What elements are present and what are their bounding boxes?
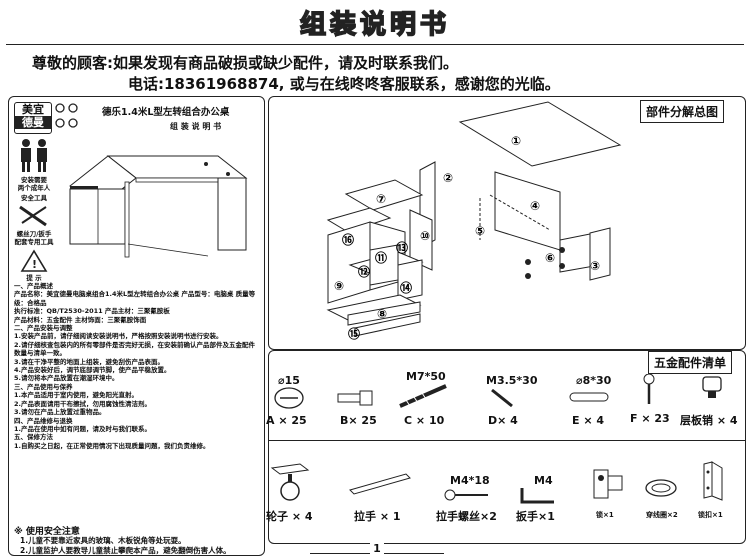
screwdriver-icon [19, 205, 47, 227]
spec-line: 产品材料：五金配件 主材饰面：三聚氰胺饰面 [14, 315, 147, 324]
part-number: ① [511, 134, 521, 148]
hardware-label: D× 4 [488, 414, 518, 427]
hardware-label: 穿线圈×2 [646, 511, 678, 519]
handle-screw-icon [444, 489, 488, 501]
hardware-label: A × 25 [266, 414, 307, 427]
hardware-label: B× 25 [340, 414, 377, 427]
hex-wrench-icon [520, 488, 554, 504]
spec-line: 四、产品维修与退换 [14, 416, 73, 425]
two-people-icon [21, 139, 47, 172]
hardware-spec: ⌀15 [278, 374, 300, 387]
desk-illustration [69, 155, 248, 258]
hardware-label: 锁×1 [596, 511, 614, 519]
parts-header: 部件分解总图 [640, 100, 725, 123]
spec-line: 5.请勿将本产品放置在潮湿环境中。 [14, 374, 119, 383]
cable-grommet-icon [645, 479, 677, 497]
hardware-spec: M4 [534, 474, 553, 487]
part-number: ⑪ [375, 250, 387, 265]
part-number: ⑨ [334, 279, 344, 293]
hardware-header: 五金配件清单 [648, 351, 733, 374]
hardware-spec: M4*18 [450, 474, 490, 487]
spec-line: 二、产品安装与调整 [14, 324, 73, 333]
hardware-label: E × 4 [572, 414, 605, 427]
small-screw-icon [491, 388, 513, 408]
caster-wheel-icon [270, 463, 310, 501]
spec-line: 2.请仔细核查包装内的所有零部件是否完好无损，在安装前确认产品部件及五金配件数量… [14, 340, 255, 358]
spec-line: 产品名称：美宜德曼电脑桌组合1.4米L型左转组合办公桌 产品型号：电脑桌 质量等… [14, 290, 256, 307]
part-number: ④ [530, 199, 540, 213]
shelf-pin-icon [702, 376, 722, 398]
brand-mark-icon [55, 103, 78, 128]
hardware-label: 锁扣×1 [698, 511, 723, 519]
part-number: ⑫ [358, 264, 370, 279]
part-number: ⑭ [400, 280, 412, 295]
spec-line: 一、产品概述 [14, 282, 53, 290]
contact-text: 电话:18361968874, 或与在线咚咚客服联系，感谢您的光临。 [128, 75, 560, 93]
dowel-icon [569, 392, 609, 402]
brand-logo: 美宜 德曼 [14, 102, 52, 134]
notice-text: 尊敬的顾客:如果发现有商品破损或缺少配件，请及时联系我们。 [32, 54, 459, 72]
spec-line: 1.产品在使用中如有问题，请及时与我们联系。 [14, 424, 151, 433]
hardware-label: 拉手螺丝×2 [436, 510, 497, 523]
spec-line: 2.产品表面请用干布擦拭，勿用腐蚀性清洁剂。 [14, 399, 151, 408]
hardware-spec: ⌀8*30 [576, 374, 612, 387]
hardware-panel [268, 350, 746, 544]
safety-line-2: 2.儿童监护人要教导儿童禁止攀爬本产品，避免翻倒伤害人体。 [20, 546, 231, 555]
part-number: ⑤ [475, 224, 485, 238]
people-caption: 安装需要 两个成年人 [17, 176, 51, 193]
spec-line: 执行标准：QB/T2530-2011 产品主材：三聚氰胺板 [14, 307, 170, 316]
spec-line: 1.自购买之日起，在正常使用情况下出现质量问题，我们负责维修。 [14, 441, 210, 450]
part-number: ⑬ [396, 240, 408, 255]
product-subtitle: 组 装 说 明 书 [170, 122, 222, 131]
hardware-label: 轮子 × 4 [266, 510, 313, 523]
page-title: 组装说明书 [299, 9, 450, 41]
cam-bolt-icon [337, 390, 373, 406]
lock-catch-icon [703, 461, 723, 501]
hardware-divider [268, 440, 746, 441]
brand-line1: 美宜 [22, 103, 44, 116]
lock-icon [593, 469, 623, 499]
product-title: 德乐1.4米L型左转组合办公桌 [102, 107, 230, 118]
cam-lock-icon [274, 387, 304, 409]
spec-block: 一、产品概述 产品名称：美宜德曼电脑桌组合1.4米L型左转组合办公桌 产品型号：… [14, 282, 258, 450]
brand-line2: 德曼 [15, 116, 51, 129]
page-number: 1 [370, 542, 384, 555]
spec-line: 1.安装产品前，请仔细阅读安装说明书，严格按照安装说明书进行安装。 [14, 332, 223, 341]
part-number: ③ [590, 259, 600, 273]
spec-line: 3.请在干净平整的地面上组装，避免刮伤产品表面。 [14, 357, 164, 366]
cover-panel [8, 96, 265, 556]
hardware-label: 层板销 × 4 [680, 414, 738, 427]
hardware-label: 拉手 × 1 [354, 510, 401, 523]
screw-icon [399, 384, 447, 408]
svg-text:!: ! [32, 258, 37, 271]
spec-line: 3.请勿在产品上放置过重物品。 [14, 408, 106, 417]
safety-line-1: 1.儿童不要靠近家具的玻璃、木板锐角等处玩耍。 [20, 536, 186, 545]
exploded-diagram: ① ② ③ ④ ⑤ ⑥ ⑦ ⑧ ⑨ ⑩ ⑪ ⑫ ⑬ ⑭ ⑮ ⑯ [326, 101, 622, 341]
part-number: ⑮ [348, 326, 360, 341]
part-number: ⑧ [377, 307, 387, 321]
spec-line: 五、保修方法 [14, 433, 53, 442]
tools-caption: 安全工具 [21, 194, 47, 202]
warning-caption: 提 示 [26, 274, 42, 282]
hardware-label: 扳手×1 [516, 510, 555, 523]
part-number: ⑯ [342, 232, 354, 247]
spec-line: 4.产品安装好后，调节底部调节脚，使产品平稳放置。 [14, 366, 171, 375]
hardware-label: F × 23 [630, 412, 670, 425]
spec-line: 三、产品使用与保养 [14, 382, 73, 391]
hardware-spec: M3.5*30 [486, 374, 538, 387]
safety-title: ※ 使用安全注意 [14, 527, 80, 537]
part-number: ⑩ [420, 229, 430, 243]
warning-icon: ! [20, 249, 48, 272]
spec-line: 1.本产品适用于室内使用，避免阳光直射。 [14, 391, 138, 400]
tools-caption-2: 螺丝刀/扳手 配套专用工具 [14, 230, 54, 247]
title-divider [6, 44, 744, 45]
parts-panel [268, 96, 746, 350]
handle-icon [349, 473, 411, 495]
part-number: ⑦ [376, 192, 386, 206]
hardware-label: C × 10 [404, 414, 445, 427]
hardware-spec: M7*50 [406, 370, 446, 383]
part-number: ② [443, 171, 453, 185]
wood-screw-icon [643, 374, 655, 404]
part-number: ⑥ [545, 251, 555, 265]
